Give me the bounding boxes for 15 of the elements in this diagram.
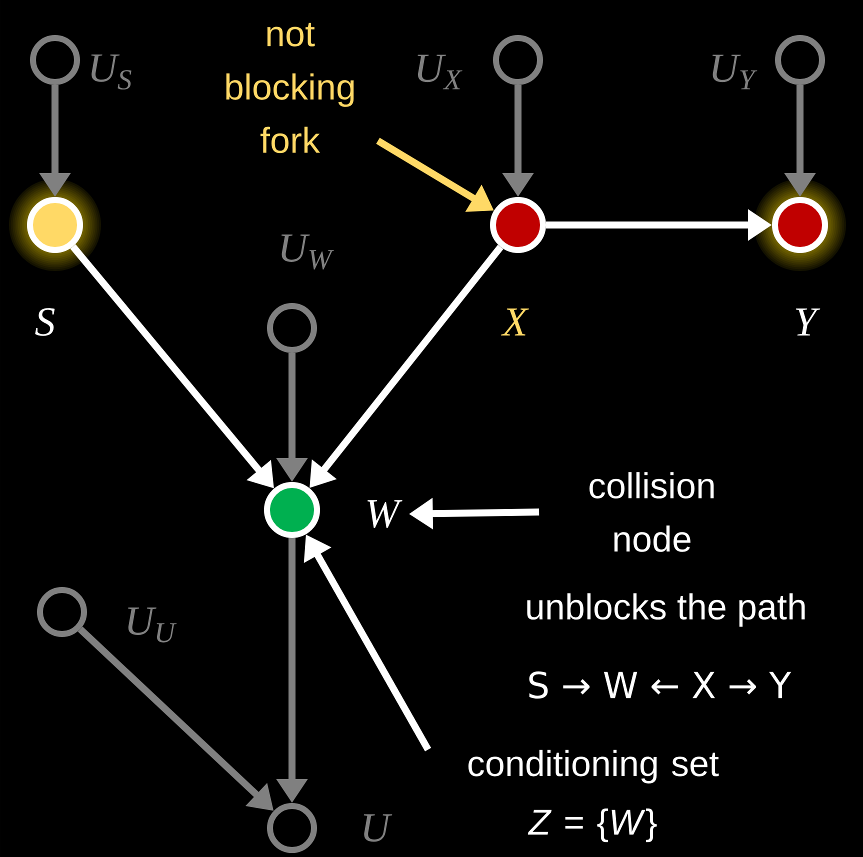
variable-label: U$_{W}$ bbox=[281, 234, 334, 270]
note-text: unblocks the path bbox=[527, 593, 805, 627]
variable-label: X bbox=[501, 308, 529, 336]
annotation-text: collision node bbox=[590, 472, 714, 552]
variable-label: U$_{X}$ bbox=[418, 54, 462, 90]
variable-label: W bbox=[368, 500, 402, 528]
variable-label: U$_{Y}$ bbox=[712, 54, 758, 90]
variable-label: Y bbox=[796, 308, 820, 336]
note-text: S → W ← X → Y bbox=[529, 671, 792, 699]
variable-label: S bbox=[35, 308, 55, 336]
annotation-text: not blocking fork bbox=[226, 22, 354, 154]
variable-label: U bbox=[364, 814, 392, 842]
annotation-text: conditioning set Z = {W} bbox=[468, 750, 719, 842]
variable-label: U$_{S}$ bbox=[91, 54, 132, 90]
variable-label: U$_{U}$ bbox=[128, 608, 177, 642]
